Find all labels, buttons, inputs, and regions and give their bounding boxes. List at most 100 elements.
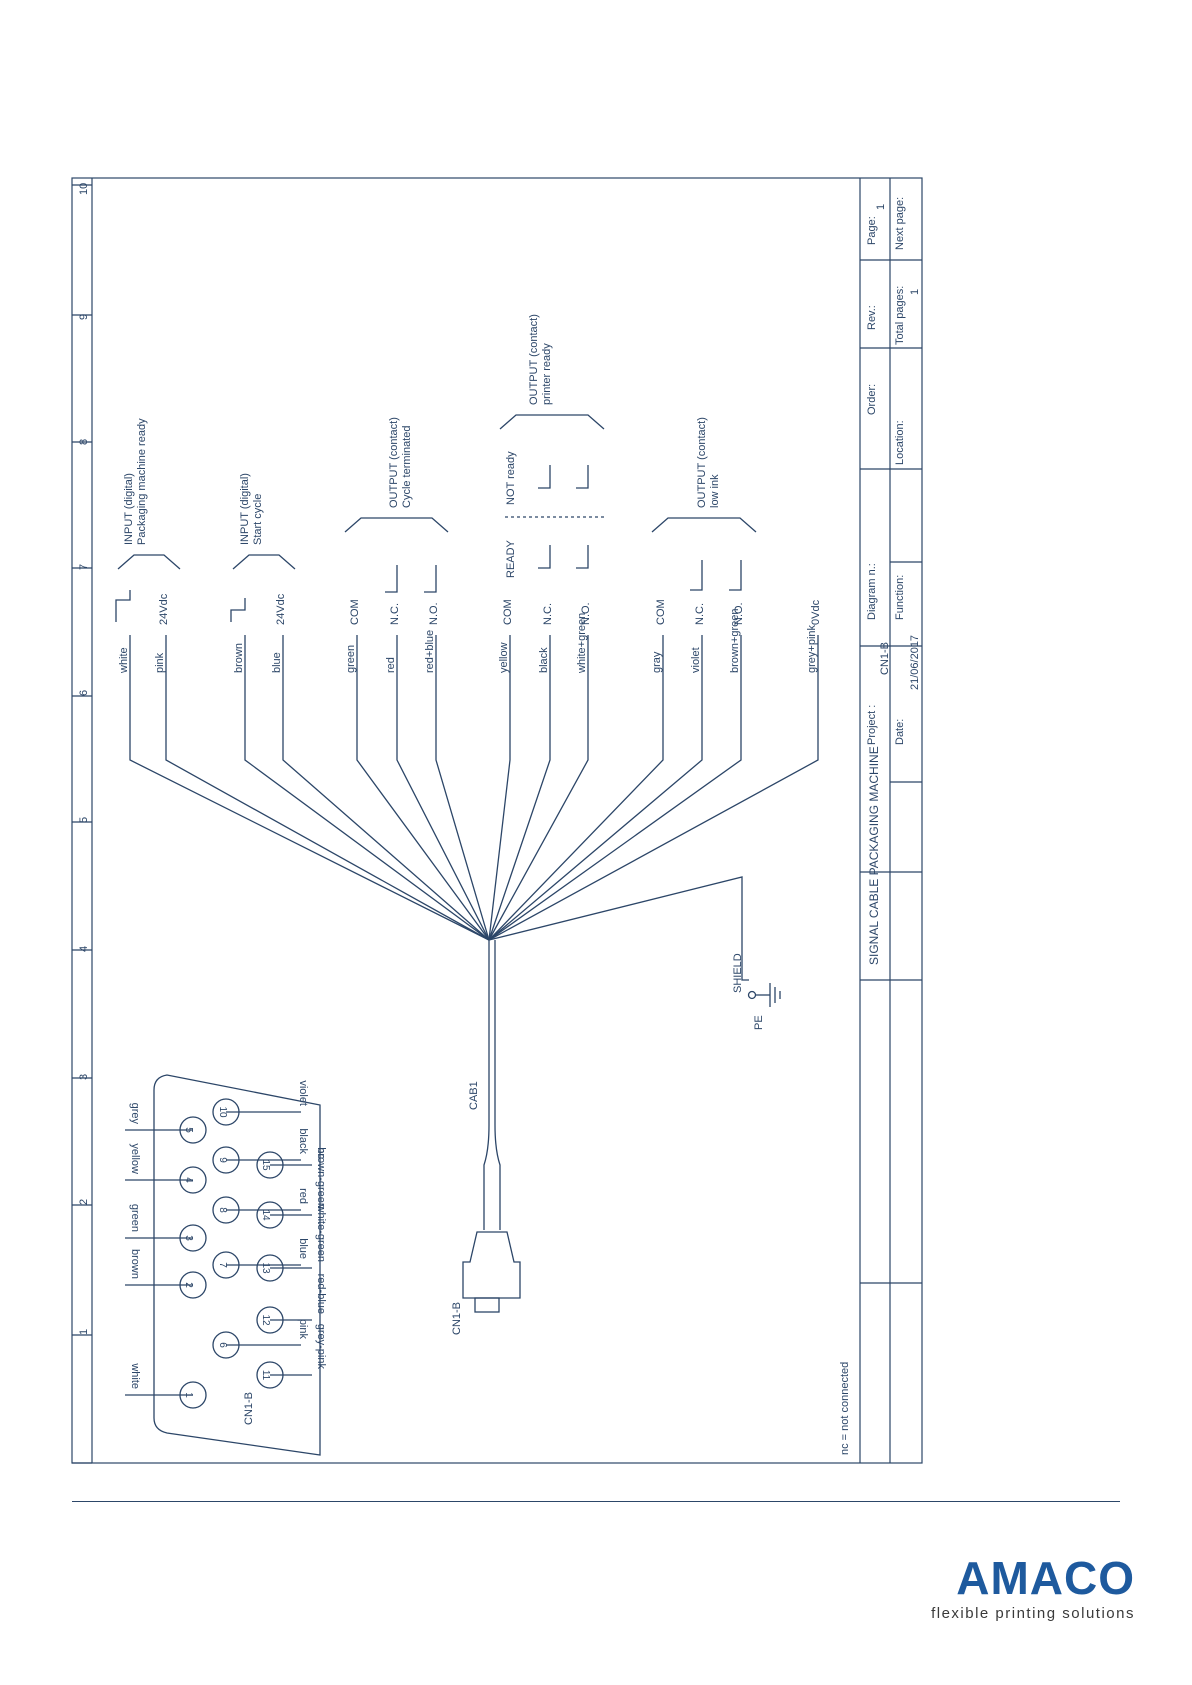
wire-label-grey+pink: grey+pink [806, 624, 818, 673]
nc-contact [385, 565, 398, 593]
group-sublabel-output: Cycle terminated [401, 425, 413, 508]
db15-wire-brown: brown [129, 1249, 141, 1279]
diagram-label: Diagram n.: [866, 563, 878, 620]
db15-wire-red-blue: red-blue [315, 1274, 327, 1314]
footer-rule [72, 1501, 1120, 1502]
wire-white+green [488, 635, 589, 941]
project-value: CN1-B [879, 642, 891, 675]
wire-label-pink: pink [154, 652, 166, 673]
wire-label-brown: brown [233, 643, 245, 673]
page-value: 1 [875, 204, 887, 210]
wire-brown+green [488, 635, 742, 941]
shield-label: SHIELD [732, 953, 744, 993]
group-symbols [115, 414, 757, 622]
db15-pin-number: 2 [183, 1282, 194, 1288]
wire-label-yellow: yellow [498, 642, 510, 673]
order-label: Order: [866, 384, 878, 415]
date-value: 21/06/2017 [909, 635, 921, 690]
grid-number-2: 2 [78, 1199, 90, 1205]
date-label: Date: [894, 719, 906, 745]
project-label: Project : [866, 705, 878, 745]
pe-terminal [747, 990, 757, 1000]
group-sublabel-output: printer ready [541, 343, 553, 405]
nc-contact [538, 545, 551, 569]
grid-number-1: 1 [78, 1329, 90, 1335]
wire-black [488, 635, 551, 941]
group-label-output: OUTPUT (contact) [696, 417, 708, 508]
db15-pin-number: 13 [260, 1262, 271, 1274]
group-bracket [232, 554, 296, 570]
signal-label-13: 0Vdc [810, 599, 822, 625]
group-bracket [344, 517, 449, 533]
grid-ticks [72, 184, 92, 1464]
db15-shell [153, 1074, 321, 1456]
grid-number-5: 5 [78, 817, 90, 823]
shield-ground [488, 876, 781, 1007]
wire-label-red+blue: red+blue [424, 630, 436, 673]
no-contact [576, 545, 589, 569]
no-contact [729, 560, 742, 591]
db15-wire-red: red [297, 1188, 309, 1204]
cable-name: CAB1 [468, 1081, 480, 1110]
db15-wire-pink: pink [297, 1319, 309, 1340]
db15-pin-number: 1 [183, 1392, 194, 1398]
no-contact [576, 465, 589, 489]
wire-label-brown+green: brown+green [729, 608, 741, 673]
db15-pin-number: 9 [217, 1157, 228, 1163]
group-bracket [651, 517, 757, 533]
signal-label-4: COM [349, 599, 361, 625]
db15-connector [125, 1074, 321, 1456]
wire-fan [129, 635, 819, 941]
wire-white [129, 635, 490, 941]
db15-wire-blue: blue [297, 1238, 309, 1259]
title-block-lines [860, 259, 922, 1284]
wire-label-violet: violet [690, 647, 702, 673]
db15-wire-green: green [129, 1204, 141, 1232]
cable-cab1 [462, 940, 521, 1313]
db15-pin-number: 10 [217, 1106, 228, 1118]
total-pages-value: 1 [909, 289, 921, 295]
signal-label-11: N.C. [694, 603, 706, 625]
rev-label: Rev.: [866, 305, 878, 330]
drawing-frame [71, 177, 923, 1464]
group-label-input: INPUT (digital) [239, 473, 251, 545]
cable-connector-body [462, 1231, 521, 1299]
db15-pin-number: 7 [217, 1262, 228, 1268]
cable-connector-name: CN1-B [451, 1302, 463, 1335]
drawing-title: SIGNAL CABLE PACKAGING MACHINE [867, 746, 881, 965]
group-sublabel-output: low ink [709, 474, 721, 508]
db15-pin-number: 3 [183, 1235, 194, 1241]
db15-wire-white-green: white-green [315, 1204, 327, 1262]
logo-wordmark: AMACO [956, 1552, 1135, 1604]
total-pages-label: Total pages: [894, 286, 906, 345]
wire-label-white+green: white+green [576, 613, 588, 674]
grid-number-4: 4 [78, 946, 90, 952]
db15-wire-black: black [297, 1128, 309, 1154]
db15-pin-number: 15 [260, 1159, 271, 1171]
db15-pin-number: 12 [260, 1314, 271, 1326]
wire-label-blue: blue [271, 652, 283, 673]
db15-wire-yellow: yellow [129, 1143, 141, 1174]
grid-number-9: 9 [78, 314, 90, 320]
db15-pin-number: 4 [183, 1177, 194, 1183]
group-label-output: OUTPUT (contact) [528, 314, 540, 405]
outer-border [71, 177, 923, 1464]
db15-pin-number: 14 [260, 1209, 271, 1221]
pe-label: PE [753, 1015, 765, 1030]
signal-label-7: COM [502, 599, 514, 625]
amaco-logo: AMACO flexible printing solutions [905, 1555, 1135, 1625]
nc-note: nc = not connected [839, 1362, 851, 1455]
group-bracket [499, 414, 605, 430]
grid-number-10: 10 [78, 183, 90, 195]
wire-pink [165, 635, 490, 941]
db15-pin-number: 6 [217, 1342, 228, 1348]
ready-label: READY [505, 539, 517, 578]
location-label: Location: [894, 420, 906, 465]
nc-contact [538, 465, 551, 489]
db15-wire-grey-pink: grey-pink [315, 1324, 327, 1370]
wire-label-green: green [345, 645, 357, 673]
